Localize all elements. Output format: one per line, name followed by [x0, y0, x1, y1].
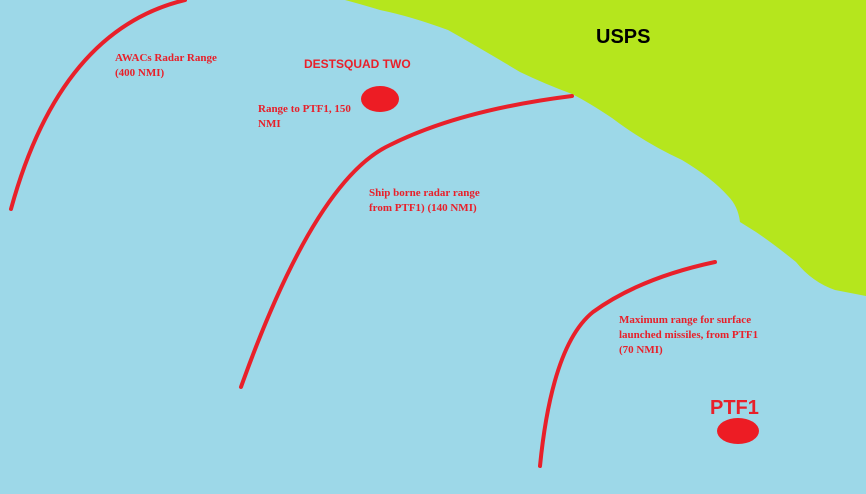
missile-range-label: Maximum range for surface launched missi… [619, 314, 759, 356]
usps-land-label: USPS [596, 26, 651, 48]
usps-landmass [345, 0, 866, 296]
missile-range-arc [538, 260, 717, 468]
destsquad-range-note: Range to PTF1, 150 NMI [258, 103, 351, 130]
awacs-range-arc [9, 0, 187, 211]
destsquad-two-marker [361, 86, 399, 112]
ship-radar-range-label: Ship borne radar range from PTF1) (140 N… [369, 187, 480, 214]
destsquad-two-label: DESTSQUAD TWO [304, 57, 411, 71]
awacs-range-label: AWACs Radar Range (400 NMI) [115, 52, 217, 79]
ship-radar-range-arc [239, 94, 574, 389]
ptf1-label: PTF1 [710, 397, 759, 419]
ptf1-marker [717, 418, 759, 444]
